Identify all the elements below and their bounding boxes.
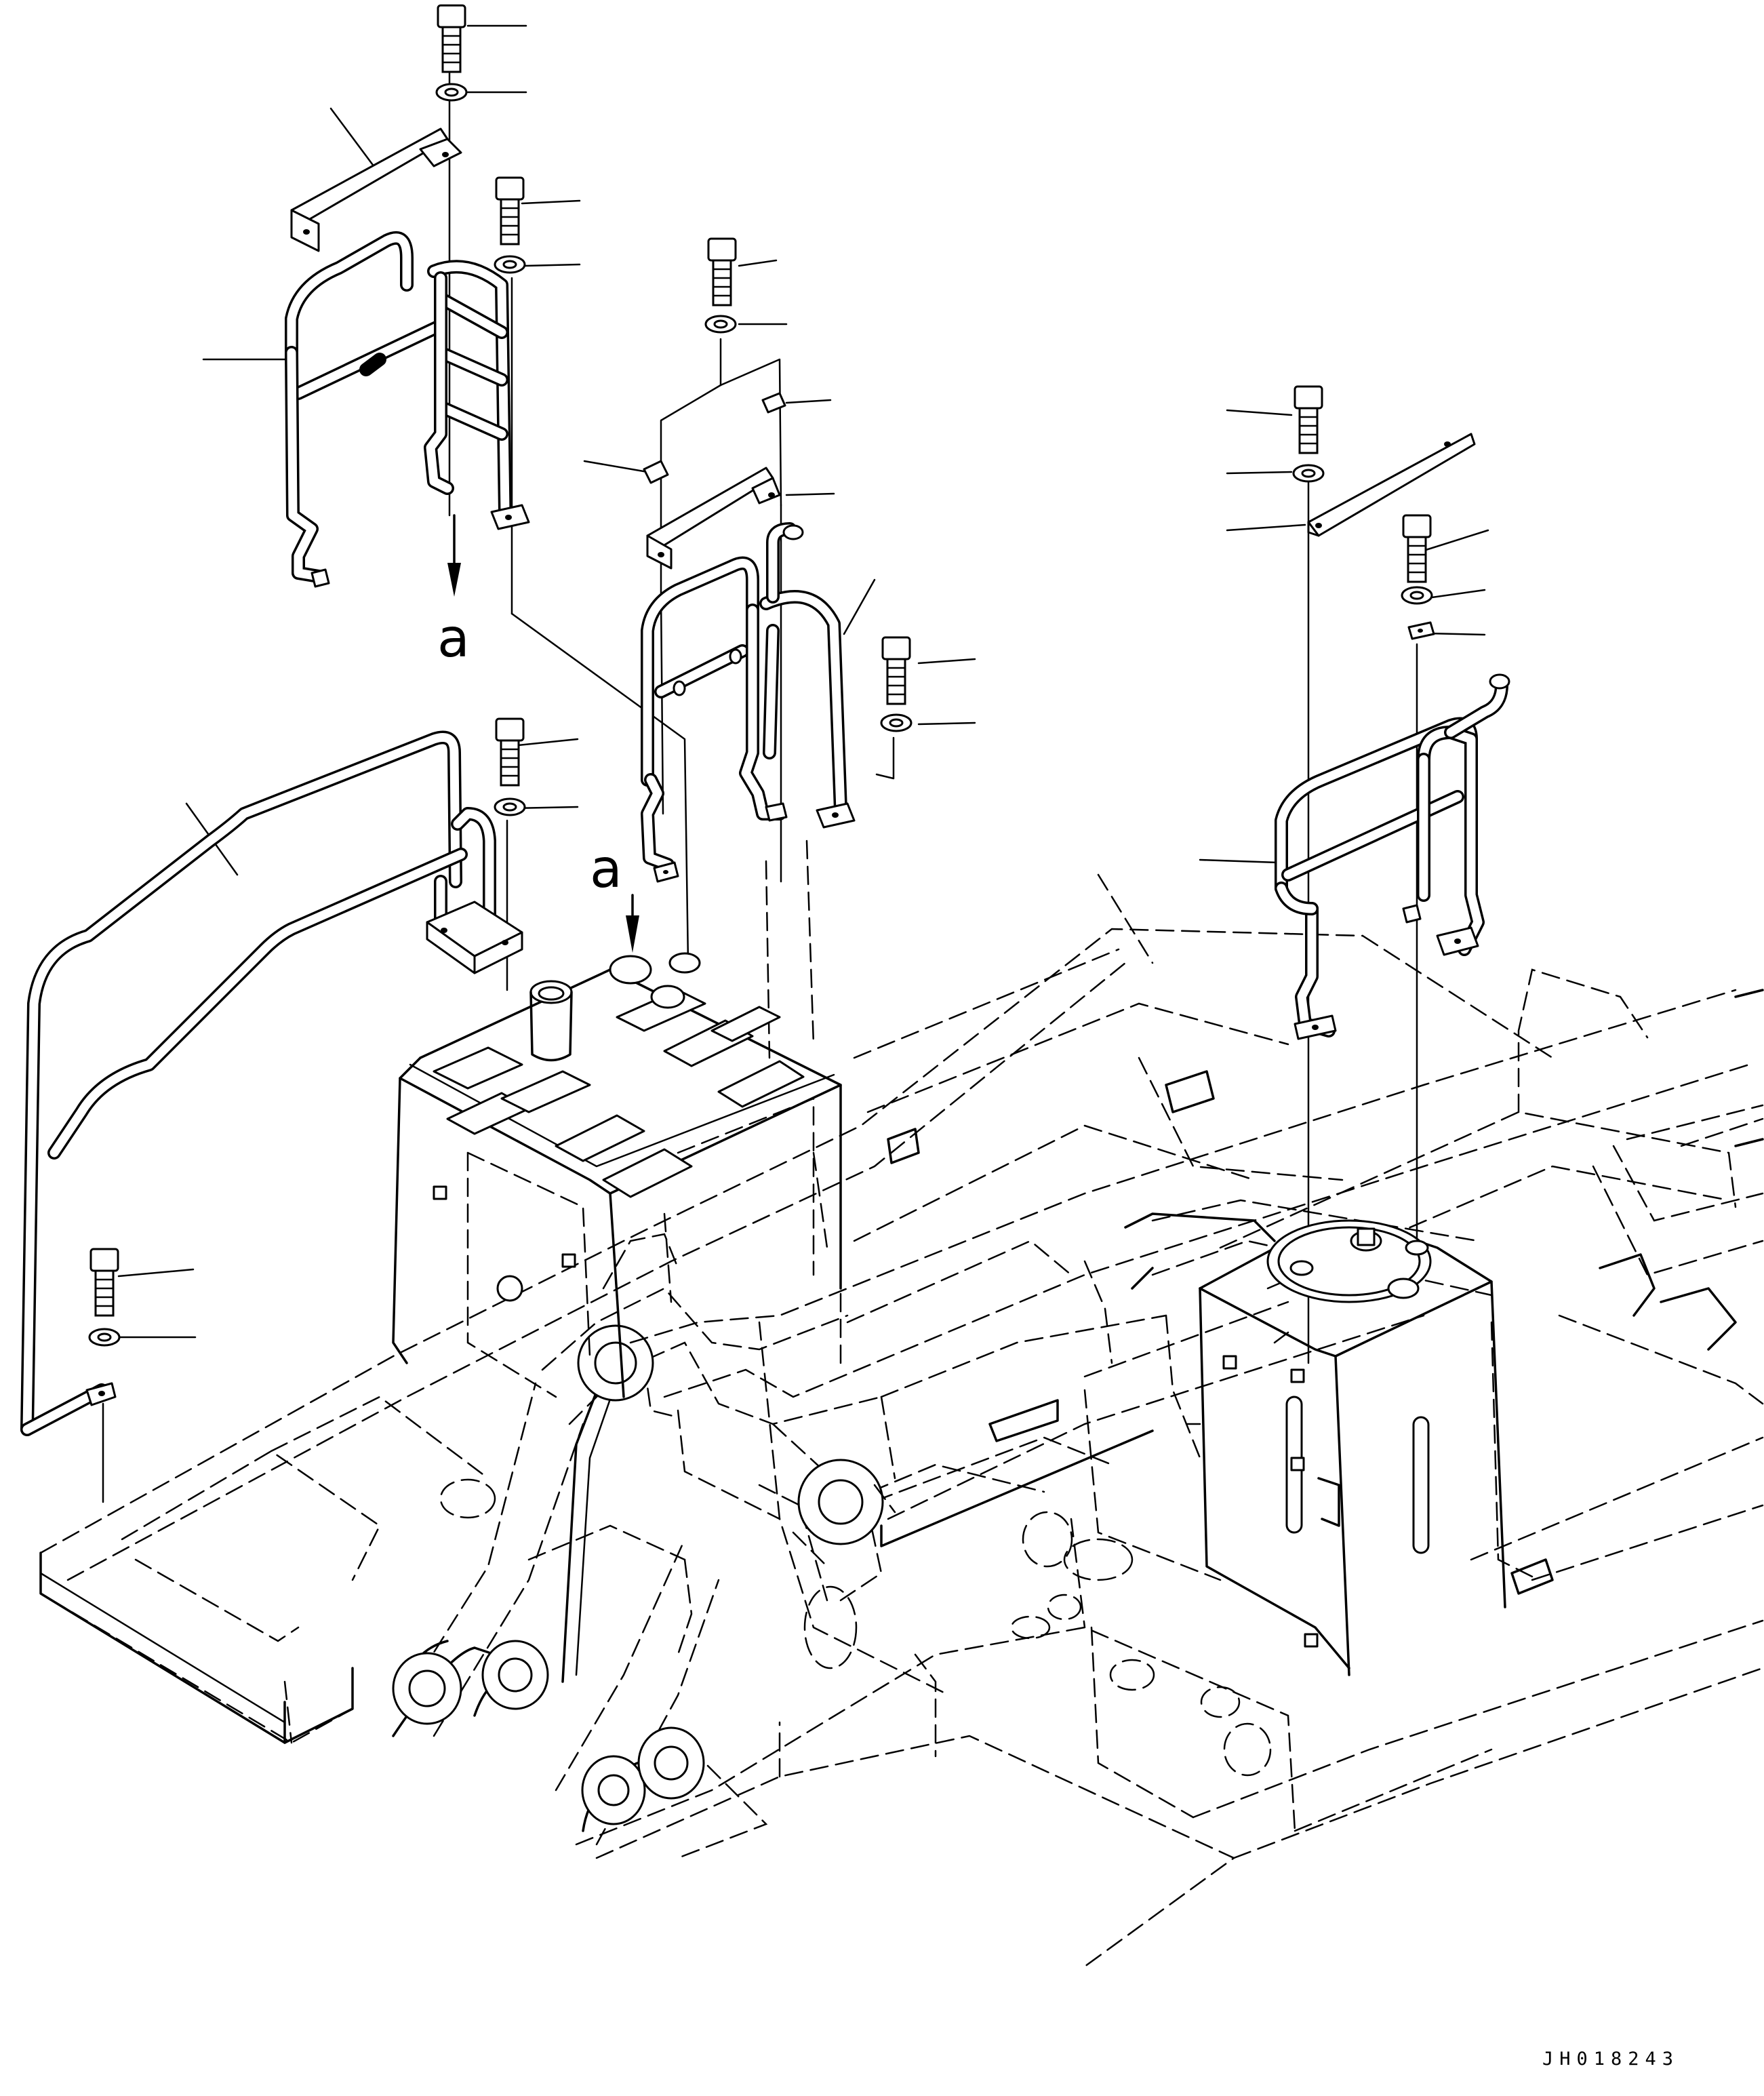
handrail-center [641, 392, 856, 883]
handrail-long-left [20, 730, 523, 1436]
boom-arm-left [392, 1324, 884, 1832]
handrail-upper-left [285, 127, 530, 588]
right-tank [1185, 1219, 1506, 1676]
upper-frame-outline [39, 839, 1764, 1968]
leader-lines [117, 24, 1489, 1339]
drawing-code: JH018243 [1542, 2049, 1679, 2070]
counterweight-base [39, 1551, 354, 1744]
view-label-a-center: a [590, 839, 622, 900]
view-arrows [447, 514, 639, 953]
bolts [88, 4, 1433, 1347]
boom-top [629, 989, 1764, 1520]
frame-beams [880, 989, 1764, 1595]
handrail-right [1275, 433, 1510, 1040]
view-label-a-top: a [437, 608, 470, 669]
frame-holes [439, 1478, 1272, 1777]
left-tank [392, 952, 842, 1398]
